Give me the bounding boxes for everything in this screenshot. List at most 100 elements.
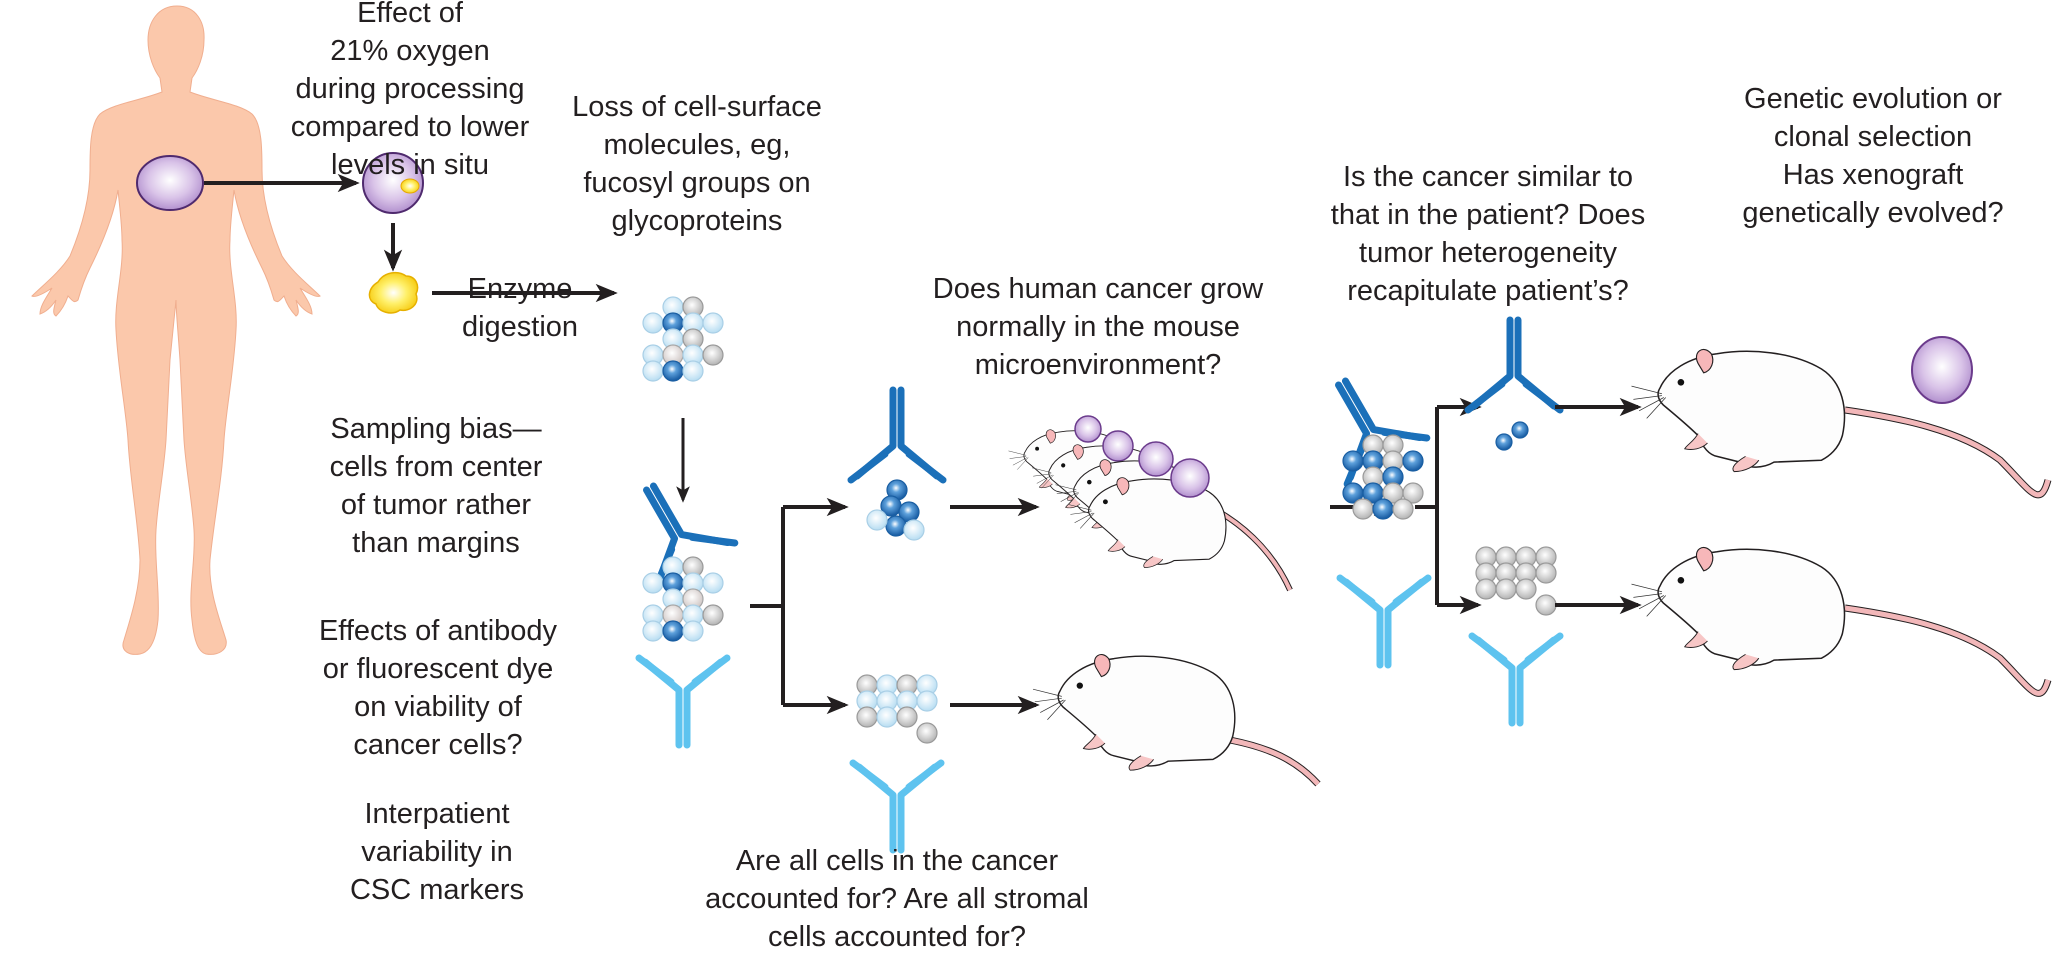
label-line: compared to lower <box>290 111 530 143</box>
antibody-chain <box>1464 380 1506 414</box>
cell <box>1515 578 1537 600</box>
excised-tumor <box>362 152 424 214</box>
label-line: 21% oxygen <box>330 35 490 67</box>
label-line: that in the patient? Does <box>1330 199 1646 231</box>
antibody-chain <box>1522 380 1564 414</box>
cell <box>642 620 664 642</box>
label-line: or fluorescent dye <box>322 653 554 685</box>
antibody-chain <box>1468 632 1508 664</box>
secondary-xenograft-mouse <box>1630 336 2052 499</box>
label-enzyme-digestion: Enzyme digestion <box>462 270 578 346</box>
label-mouse-microenvironment: Does human cancer grow normally in the m… <box>933 270 1263 384</box>
cell <box>1392 498 1414 520</box>
label-line: digestion <box>461 311 579 343</box>
label-line: microenvironment? <box>974 349 1222 381</box>
label-line: molecules, eg, <box>603 129 791 161</box>
cell <box>866 509 888 531</box>
antibody-chain <box>1336 574 1376 606</box>
label-line: than margins <box>352 527 520 559</box>
antibody-chain <box>1380 428 1431 442</box>
label-line: cells accounted for? <box>768 921 1026 953</box>
antibody-dark-icon <box>847 386 947 484</box>
label-cancer-similarity: Is the cancer similar to that in the pat… <box>1331 158 1645 310</box>
label-cell-surface-loss: Loss of cell-surface molecules, eg, fuco… <box>572 88 822 240</box>
cell <box>876 706 898 728</box>
cell <box>1372 498 1394 520</box>
cell <box>1475 578 1497 600</box>
label-genetic-evolution: Genetic evolution or clonal selection Ha… <box>1742 80 2003 232</box>
labeled-cell-cluster <box>642 556 724 642</box>
label-line: Loss of cell-surface <box>572 91 822 123</box>
antibody-chain <box>847 450 889 484</box>
cell <box>1352 498 1374 520</box>
label-line: of tumor rather <box>340 489 532 521</box>
stromal-cell-fraction <box>856 674 938 744</box>
antibody-chain <box>649 482 732 547</box>
label-antibody-effects: Effects of antibody or fluorescent dye o… <box>319 612 557 764</box>
cell <box>1535 594 1557 616</box>
antibody-chain <box>905 759 945 791</box>
cell <box>1402 450 1424 472</box>
label-line: CSC markers <box>349 874 525 906</box>
label-line: Sampling bias— <box>330 413 542 445</box>
cell <box>1342 450 1364 472</box>
label-line: fucosyl groups on <box>583 167 811 199</box>
oxygen-damage-spot <box>400 178 420 194</box>
cell <box>642 312 664 334</box>
label-line: glycoproteins <box>611 205 783 237</box>
cell <box>1511 421 1529 439</box>
antibody-chain <box>905 450 947 484</box>
mouse-icon <box>1068 458 1227 569</box>
label-line: Has xenograft <box>1782 159 1964 191</box>
cancer-cell-fraction <box>866 479 925 541</box>
label-line: Effects of antibody <box>318 615 558 647</box>
label-line: tumor heterogeneity <box>1359 237 1617 269</box>
cell <box>896 706 918 728</box>
xenograft-cancer-cells <box>1495 421 1529 451</box>
label-line: genetically evolved? <box>1742 197 2004 229</box>
label-line: Is the cancer similar to <box>1342 161 1634 193</box>
label-line: cells from center <box>329 451 543 483</box>
mouse-icon <box>1031 430 1167 523</box>
label-line: on viability of <box>354 691 522 723</box>
mouse-icon <box>1054 441 1202 544</box>
cell <box>916 690 938 712</box>
digested-tissue <box>368 271 419 314</box>
cell <box>642 360 664 382</box>
label-oxygen-effect: Effect of 21% oxygen during processing c… <box>291 0 530 184</box>
antibody-chain <box>849 759 889 791</box>
label-line: cancer cells? <box>353 729 523 761</box>
antibody-dark-icon <box>1464 316 1564 414</box>
antibody-chain <box>688 533 739 547</box>
cell <box>702 312 724 334</box>
label-line: during processing <box>295 73 525 105</box>
label-line: variability in <box>361 836 513 868</box>
cell <box>1402 482 1424 504</box>
control-mouse <box>1032 653 1321 787</box>
antibody-light-icon <box>635 654 731 749</box>
xenograft-cell-cluster <box>1342 434 1424 520</box>
cell <box>885 515 907 537</box>
label-sampling-bias: Sampling bias— cells from center of tumo… <box>330 410 543 562</box>
human-silhouette <box>31 5 321 655</box>
cell <box>916 722 938 744</box>
antibody-light-icon <box>1468 632 1564 727</box>
patient-tumor <box>136 155 204 211</box>
label-line: levels in situ <box>331 149 489 181</box>
antibody-light-icon <box>1336 574 1432 669</box>
label-line: Effect of <box>357 0 463 29</box>
cell <box>682 620 704 642</box>
cell-suspension-cluster <box>642 296 724 382</box>
xenograft-mice-group <box>1008 415 1293 592</box>
antibody-chain <box>691 654 731 686</box>
cell <box>702 604 724 626</box>
label-line: Does human cancer grow <box>932 273 1264 305</box>
label-interpatient-variability: Interpatient variability in CSC markers <box>350 795 524 909</box>
label-line: accounted for? Are all stromal <box>705 883 1089 915</box>
label-cells-accounted: Are all cells in the cancer accounted fo… <box>705 842 1089 956</box>
cell <box>903 519 925 541</box>
label-line: Are all cells in the cancer <box>735 845 1059 877</box>
cell <box>662 620 684 642</box>
antibody-chain <box>635 654 675 686</box>
